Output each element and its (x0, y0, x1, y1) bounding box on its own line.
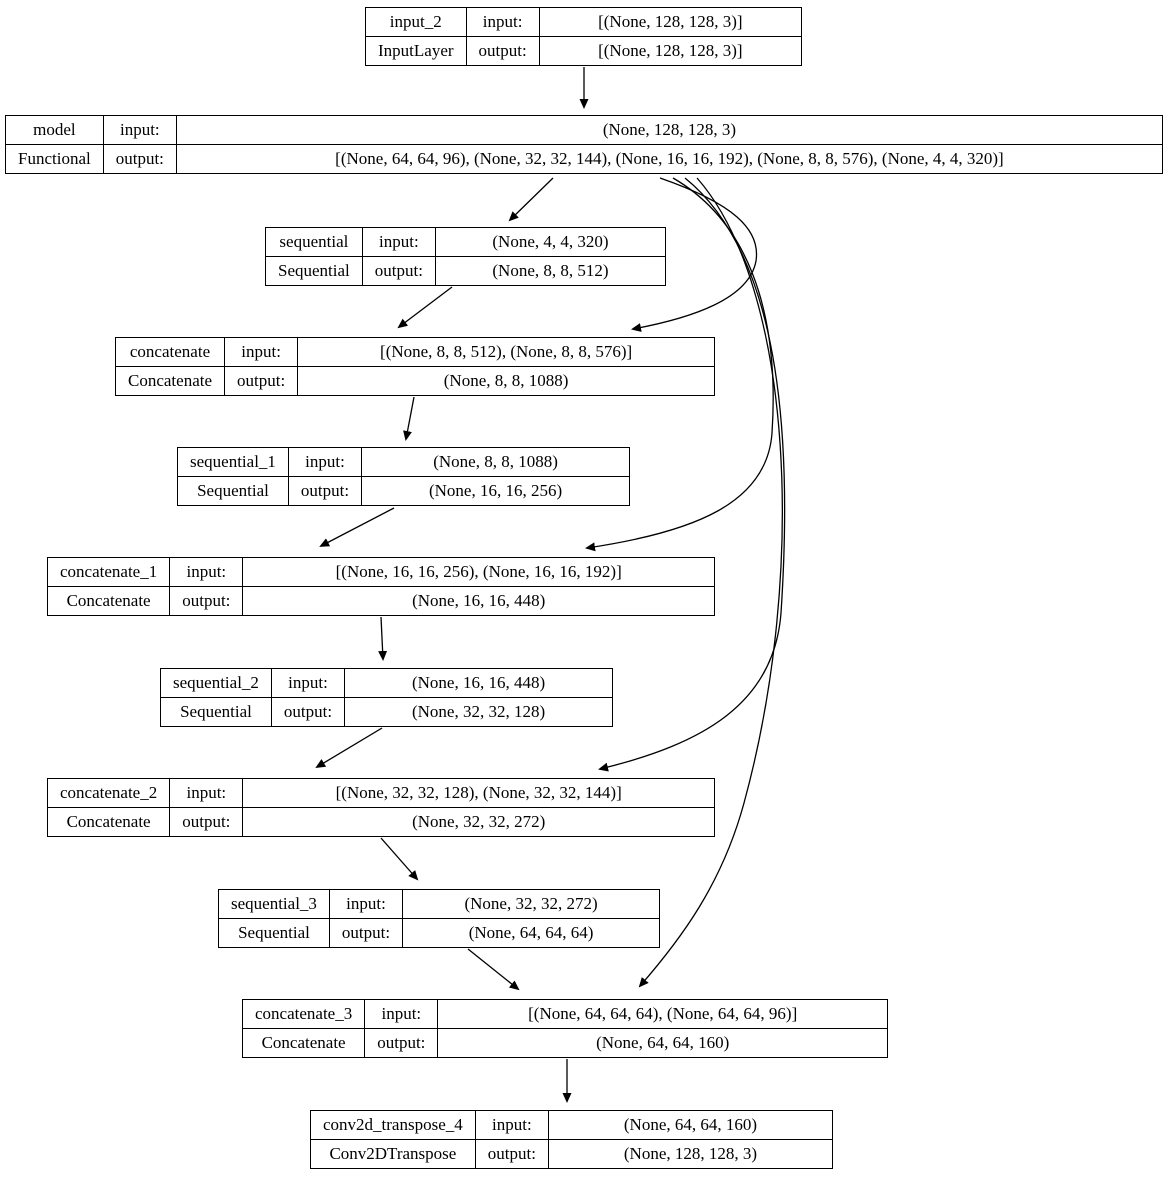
edge-concatenate-to-sequential_1 (403, 396, 415, 441)
input-label: input: (102, 115, 177, 145)
input-shape: (None, 64, 64, 160) (547, 1110, 834, 1140)
output-label: output: (270, 697, 346, 727)
input-label: input: (361, 227, 436, 257)
node-conv2d_transpose_4: conv2d_transpose_4 input: (None, 64, 64,… (310, 1110, 834, 1169)
layer-type: Functional (5, 144, 104, 174)
output-label: output: (102, 144, 177, 174)
edge-concatenate_1-to-sequential_2 (378, 616, 388, 661)
input-shape: [(None, 16, 16, 256), (None, 16, 16, 192… (242, 557, 715, 587)
layer-name: sequential (265, 227, 363, 257)
input-shape: (None, 128, 128, 3) (175, 115, 1164, 145)
layer-type: InputLayer (365, 36, 467, 66)
edge-model-to-sequential (508, 177, 554, 222)
edge-sequential-to-concatenate (397, 286, 453, 329)
input-label: input: (328, 889, 404, 919)
node-sequential: sequential input: (None, 4, 4, 320) Sequ… (265, 227, 667, 286)
input-label: input: (364, 999, 439, 1029)
edge-concatenate_2-to-sequential_3 (380, 837, 419, 881)
output-shape: [(None, 64, 64, 96), (None, 32, 32, 144)… (175, 144, 1164, 174)
output-shape: (None, 64, 64, 160) (437, 1028, 888, 1058)
layer-type: Concatenate (114, 366, 226, 396)
layer-type: Sequential (218, 918, 330, 948)
input-label: input: (474, 1110, 549, 1140)
input-shape: (None, 32, 32, 272) (402, 889, 660, 919)
layer-type: Conv2DTranspose (310, 1139, 476, 1169)
input-shape: (None, 8, 8, 1088) (361, 447, 630, 477)
layer-type: Sequential (265, 256, 363, 286)
input-label: input: (465, 7, 540, 37)
layer-name: concatenate_3 (241, 999, 366, 1029)
layer-type: Concatenate (46, 807, 171, 837)
layer-name: concatenate (114, 337, 226, 367)
input-shape: [(None, 64, 64, 64), (None, 64, 64, 96)] (437, 999, 888, 1029)
output-shape: (None, 8, 8, 512) (434, 256, 667, 286)
node-concatenate: concatenate input: [(None, 8, 8, 512), (… (114, 337, 715, 396)
node-model: model input: (None, 128, 128, 3) Functio… (5, 115, 1164, 174)
output-shape: (None, 8, 8, 1088) (297, 366, 715, 396)
output-shape: (None, 32, 32, 128) (344, 697, 613, 727)
layer-type: Concatenate (46, 586, 171, 616)
layer-name: conv2d_transpose_4 (310, 1110, 476, 1140)
layer-name: input_2 (365, 7, 467, 37)
input-shape: (None, 16, 16, 448) (344, 668, 613, 698)
input-shape: [(None, 32, 32, 128), (None, 32, 32, 144… (242, 778, 715, 808)
output-label: output: (169, 586, 244, 616)
edge-sequential_2-to-concatenate_2 (315, 727, 383, 769)
output-shape: (None, 128, 128, 3) (547, 1139, 834, 1169)
edge-sequential_1-to-concatenate_1 (319, 507, 395, 547)
input-label: input: (169, 778, 244, 808)
node-input_2: input_2 input: [(None, 128, 128, 3)] Inp… (365, 7, 803, 66)
node-sequential_2: sequential_2 input: (None, 16, 16, 448) … (160, 668, 613, 727)
output-label: output: (328, 918, 404, 948)
output-label: output: (224, 366, 299, 396)
output-label: output: (287, 476, 363, 506)
output-shape: (None, 32, 32, 272) (242, 807, 715, 837)
layer-name: concatenate_1 (46, 557, 171, 587)
layer-type: Concatenate (241, 1028, 366, 1058)
input-label: input: (224, 337, 299, 367)
layer-name: sequential_1 (177, 447, 289, 477)
layer-name: concatenate_2 (46, 778, 171, 808)
layer-type: Sequential (160, 697, 272, 727)
layer-name: model (5, 115, 104, 145)
input-label: input: (287, 447, 363, 477)
output-shape: (None, 16, 16, 448) (242, 586, 715, 616)
output-label: output: (474, 1139, 549, 1169)
input-shape: [(None, 8, 8, 512), (None, 8, 8, 576)] (297, 337, 715, 367)
node-sequential_3: sequential_3 input: (None, 32, 32, 272) … (218, 889, 660, 948)
input-shape: [(None, 128, 128, 3)] (538, 7, 803, 37)
layer-type: Sequential (177, 476, 289, 506)
output-label: output: (169, 807, 244, 837)
input-shape: (None, 4, 4, 320) (434, 227, 667, 257)
output-shape: (None, 64, 64, 64) (402, 918, 660, 948)
output-shape: (None, 16, 16, 256) (361, 476, 630, 506)
node-concatenate_1: concatenate_1 input: [(None, 16, 16, 256… (46, 557, 715, 616)
node-concatenate_3: concatenate_3 input: [(None, 64, 64, 64)… (241, 999, 888, 1058)
node-concatenate_2: concatenate_2 input: [(None, 32, 32, 128… (46, 778, 715, 837)
layer-name: sequential_3 (218, 889, 330, 919)
input-label: input: (270, 668, 346, 698)
output-label: output: (361, 256, 436, 286)
node-sequential_1: sequential_1 input: (None, 8, 8, 1088) S… (177, 447, 630, 506)
input-label: input: (169, 557, 244, 587)
layer-name: sequential_2 (160, 668, 272, 698)
output-label: output: (465, 36, 540, 66)
edge-sequential_3-to-concatenate_3 (467, 948, 520, 991)
output-shape: [(None, 128, 128, 3)] (538, 36, 803, 66)
output-label: output: (364, 1028, 439, 1058)
